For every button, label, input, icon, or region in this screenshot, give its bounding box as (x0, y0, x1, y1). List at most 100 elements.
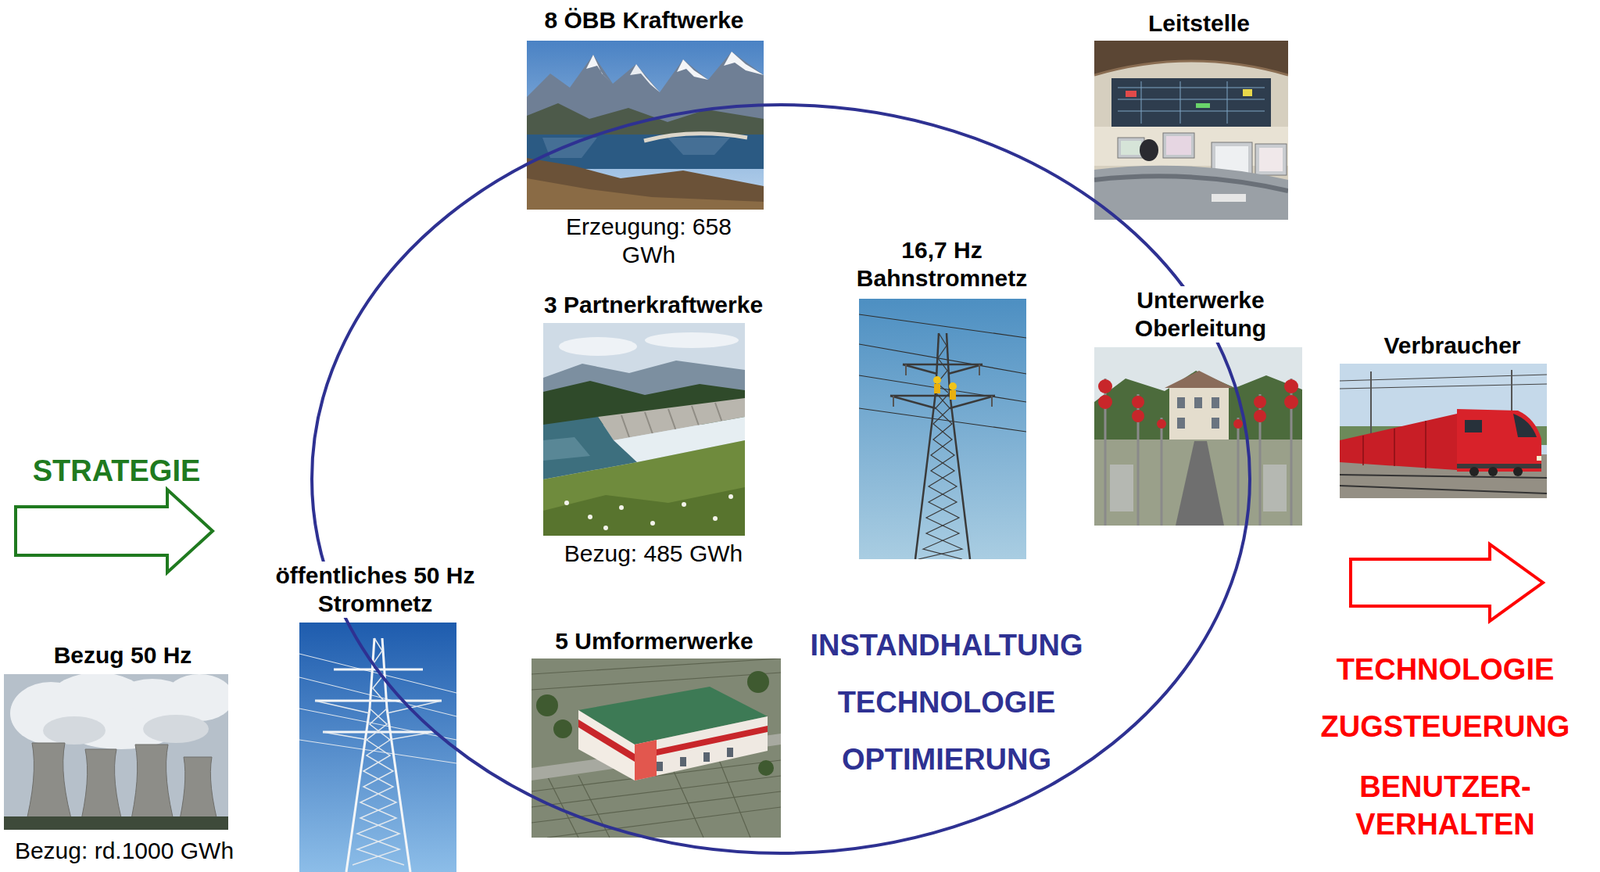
illustration-part (352, 708, 400, 865)
node-heading: INSTANDHALTUNG (807, 627, 1087, 664)
illustration-part (558, 336, 638, 356)
illustration-part (676, 59, 709, 80)
illustration-part (644, 411, 653, 434)
control-room-photo (1094, 40, 1289, 220)
illustration-part (1227, 81, 1228, 124)
illustration-part (322, 731, 369, 740)
illustration-part (10, 673, 229, 749)
illustration-part (728, 493, 734, 499)
illustration-part (1284, 379, 1299, 394)
illustration-part (543, 322, 745, 536)
illustration-part (536, 694, 559, 716)
node-heading: Verbraucher (1380, 331, 1524, 360)
illustration-part (712, 515, 718, 521)
illustration-part (1117, 110, 1265, 112)
node-caption: Erzeugung: 658 GWh (551, 212, 747, 269)
power-plant-photo (3, 673, 229, 830)
illustration-part (1177, 397, 1220, 429)
illustration-part (723, 51, 764, 76)
illustration-part (892, 395, 895, 407)
illustration-part (564, 500, 570, 505)
illustration-part (905, 364, 907, 376)
illustration-part (578, 775, 610, 838)
illustration-part (3, 816, 229, 830)
illustration-part (650, 520, 656, 526)
illustration-part (542, 137, 598, 158)
illustration-part (526, 40, 764, 210)
grid-pylon-photo (299, 622, 457, 872)
illustration-part (893, 364, 992, 407)
illustration-part (933, 375, 942, 384)
illustration-part (543, 486, 745, 536)
maintenance-region: INSTANDHALTUNGTECHNOLOGIEOPTIMIERUNG3 Pa… (309, 102, 1253, 856)
illustration-part (1117, 87, 1265, 89)
illustration-part (680, 756, 687, 766)
illustration-part (1094, 439, 1303, 526)
illustration-part (543, 436, 591, 461)
illustration-part (543, 440, 745, 536)
illustration-part (1117, 81, 1265, 124)
illustration-part (1211, 417, 1220, 429)
illustration-part (1464, 419, 1482, 433)
illustration-part (703, 751, 710, 762)
illustration-part (1094, 347, 1303, 526)
illustration-part (1194, 397, 1203, 409)
illustration-part (1456, 463, 1542, 469)
illustration-part (1469, 466, 1479, 477)
illustration-part (1488, 466, 1498, 477)
node-heading: 8 ÖBB Kraftwerke (540, 6, 747, 35)
outcome-arrow (1345, 539, 1550, 626)
mountain-lake-photo (526, 40, 764, 210)
illustration-part (758, 759, 774, 776)
illustration-part (1339, 474, 1547, 494)
illustration-part (1456, 408, 1542, 472)
illustration-part (656, 761, 663, 771)
illustration-part (1120, 140, 1142, 155)
illustration-part (859, 375, 1027, 402)
illustration-part (915, 392, 936, 559)
supply-node: Bezug 50 HzBezug: rd.1000 GWh (3, 640, 237, 865)
ellipse-outline (309, 102, 1253, 856)
illustration-part (1117, 99, 1265, 101)
illustration-part (1237, 417, 1240, 526)
illustration-part (578, 709, 635, 781)
illustration-part (1139, 139, 1159, 162)
illustration-part (934, 383, 941, 394)
illustration-part (1211, 193, 1246, 202)
consumer-node: Verbraucher (1339, 331, 1547, 498)
outcome-label: TECHNOLOGIE (1333, 651, 1558, 688)
illustration-part (1211, 397, 1220, 409)
illustration-part (1094, 60, 1289, 76)
illustration-part (299, 676, 457, 716)
illustration-part (1177, 417, 1185, 429)
illustration-part (859, 408, 1027, 432)
traction-grid-node: 16,7 Hz Bahnstromnetz (848, 236, 1036, 559)
illustration-part (1339, 413, 1457, 470)
illustration-part (553, 719, 573, 738)
illustration-part (918, 332, 963, 559)
node-caption: Bezug: rd.1000 GWh (11, 836, 237, 865)
illustration-part (1424, 420, 1427, 469)
illustration-part (948, 364, 983, 374)
converter-node: 5 Umformerwerke (531, 626, 781, 838)
node-caption: Bezug: 485 GWh (561, 539, 746, 568)
illustration-part (726, 747, 734, 757)
illustration-part (1111, 78, 1271, 127)
outcome-label: BENUTZER- VERHALTEN (1342, 768, 1548, 843)
illustration-part (388, 731, 434, 740)
dam-photo (543, 322, 745, 536)
illustration-part (978, 364, 981, 376)
illustration-part (531, 658, 781, 674)
illustration-part (949, 395, 996, 409)
illustration-part (1109, 464, 1287, 512)
illustration-part (1259, 147, 1283, 172)
strategy-label: STRATEGIE (29, 453, 205, 490)
illustration-part (1175, 440, 1225, 526)
illustration-part (1255, 143, 1287, 176)
illustration-part (299, 708, 457, 740)
illustration-part (890, 395, 936, 409)
illustration-part (586, 54, 613, 84)
illustration-part (949, 390, 956, 400)
illustration-part (667, 137, 731, 155)
illustration-part (299, 653, 457, 693)
